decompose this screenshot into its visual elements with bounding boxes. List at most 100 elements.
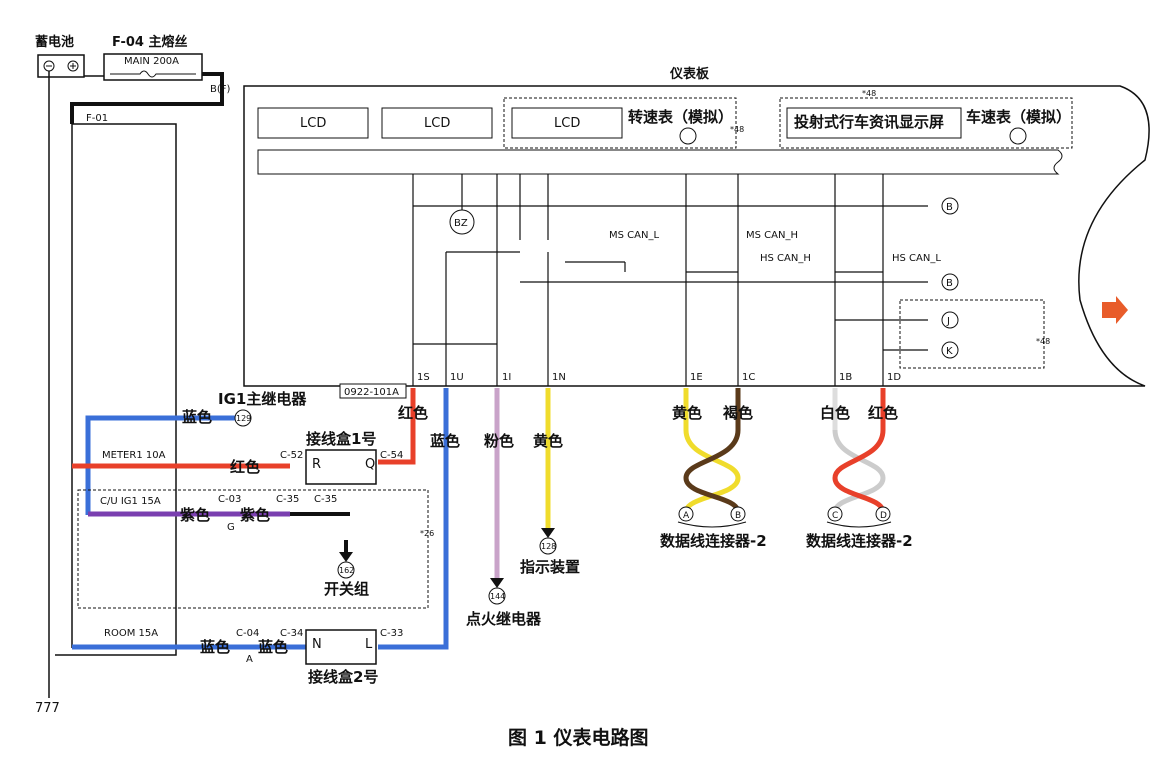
- wire-label-pink: 粉色: [484, 432, 514, 450]
- main-fuse: F-04 主熔丝 MAIN 200A B(F) F-01: [70, 34, 231, 124]
- ignition-relay-label: 点火继电器: [466, 610, 542, 628]
- svg-text:1S: 1S: [417, 372, 430, 383]
- meter-wire-label: 红色: [230, 458, 260, 476]
- c33-label: C-33: [380, 628, 403, 639]
- svg-text:K: K: [946, 346, 953, 357]
- indicator-ref: 128: [541, 542, 556, 551]
- battery: 蓄电池: [35, 34, 85, 78]
- dlc-label-1: 数据线连接器-2: [660, 532, 767, 550]
- svg-text:1C: 1C: [742, 372, 755, 383]
- room-blue-2: 蓝色: [258, 638, 288, 656]
- main-fuse-label: F-04 主熔丝: [112, 34, 188, 50]
- pin-labels: 1S 1U 1I 1N 1E 1C 1B 1D: [417, 372, 901, 383]
- meter-fuse-label: METER1 10A: [102, 450, 166, 461]
- connector-code-box: [339, 383, 407, 399]
- hs-can-l: HS CAN_L: [892, 253, 941, 264]
- panel-title: 仪表板: [669, 66, 710, 82]
- buzzer: BZ: [454, 218, 468, 229]
- svg-text:1U: 1U: [450, 372, 464, 383]
- c04-label: C-04: [236, 628, 259, 639]
- ignition-ref: 144: [490, 592, 505, 601]
- a-terminal: A: [246, 654, 253, 665]
- svg-text:1E: 1E: [690, 372, 703, 383]
- c52-label: C-52: [280, 450, 303, 461]
- wire-label-red-2: 红色: [868, 404, 898, 422]
- purple-label-1: 紫色: [180, 506, 210, 524]
- ig1-ref-circle: [234, 409, 252, 427]
- ground-symbol: 777: [35, 701, 60, 716]
- note-48-a: *48: [730, 125, 744, 134]
- jb2-n: N: [312, 637, 322, 652]
- tachometer-label: 转速表（模拟）: [628, 108, 733, 126]
- cu-fuse-label: C/U IG1 15A: [100, 496, 161, 507]
- c03-label: C-03: [218, 494, 241, 505]
- c34-label: C-34: [280, 628, 303, 639]
- wire-red-1s: [378, 388, 416, 465]
- g-terminal: G: [227, 522, 235, 533]
- svg-text:B: B: [946, 278, 953, 289]
- c35-label-a: C-35: [276, 494, 299, 505]
- figure-caption: 图 1 仪表电路图: [508, 726, 648, 749]
- note-26: *26: [420, 529, 434, 538]
- dlc-c-circle: [827, 506, 843, 522]
- room-fuse-label: ROOM 15A: [104, 628, 158, 639]
- dlc-a-circle: [678, 506, 694, 522]
- lcd-2: LCD: [424, 116, 450, 131]
- ignition-ref-circle: [488, 587, 506, 605]
- connector-code: 0922-101A: [344, 387, 399, 398]
- svg-text:B: B: [946, 202, 953, 213]
- ig1-wire-label: 蓝色: [182, 408, 212, 426]
- note-48-b: *48: [862, 89, 876, 98]
- purple-label-2: 紫色: [240, 506, 270, 524]
- svg-text:1N: 1N: [552, 372, 566, 383]
- wire-label-yellow-2: 黄色: [672, 404, 702, 422]
- main-fuse-value: MAIN 200A: [124, 56, 179, 67]
- wire-label-white: 白色: [820, 404, 850, 422]
- speedometer-label: 车速表（模拟）: [966, 108, 1071, 126]
- dlc-label-2: 数据线连接器-2: [806, 532, 913, 550]
- switch-ref: 162: [339, 566, 354, 575]
- indicator-ref-circle: [539, 537, 557, 555]
- switch-ref-circle: [337, 561, 355, 579]
- dlc-d: D: [880, 511, 887, 521]
- ig1-ref: 129: [236, 414, 251, 423]
- dlc-a: A: [683, 511, 690, 521]
- room-blue-1: 蓝色: [200, 638, 230, 656]
- dlc-b: B: [735, 511, 741, 521]
- switch-group-label: 开关组: [324, 580, 369, 598]
- junction-box-2: [305, 629, 377, 665]
- svg-text:1I: 1I: [502, 372, 511, 383]
- terminal-k: K: [941, 341, 959, 359]
- wire-label-brown: 褐色: [722, 404, 753, 422]
- hud-label: 投射式行车资讯显示屏: [794, 113, 944, 131]
- wire-ig1-blue: [85, 415, 236, 515]
- ig1-relay-label: IG1主继电器: [218, 390, 307, 408]
- junction-box-1: [305, 449, 377, 485]
- terminal-b-mid: B: [941, 273, 959, 291]
- junction-box-1-label: 接线盒1号: [306, 430, 376, 448]
- wire-label-blue: 蓝色: [430, 432, 460, 450]
- lcd-3: LCD: [554, 116, 580, 131]
- terminal-j: J: [941, 311, 959, 329]
- instrument-panel: 仪表板 LCD LCD LCD 转速表（模拟） *48 *48 投射式行车资讯显…: [243, 66, 1150, 387]
- hs-can-h: HS CAN_H: [760, 253, 811, 264]
- main-fuse-terminal: B(F): [210, 84, 231, 95]
- twisted-pair-2: [832, 388, 886, 513]
- jb1-q: Q: [365, 457, 375, 472]
- dlc-b-circle: [730, 506, 746, 522]
- svg-text:1D: 1D: [887, 372, 901, 383]
- note-48-c: *48: [1036, 337, 1050, 346]
- down-arrow-icon: [339, 552, 353, 562]
- svg-text:J: J: [946, 316, 950, 327]
- dlc-c: C: [832, 511, 838, 521]
- twisted-pair-1: [683, 388, 741, 513]
- continue-arrow-icon: [1102, 296, 1128, 324]
- indicator-label: 指示装置: [520, 558, 580, 576]
- wire-label-red: 红色: [398, 404, 428, 422]
- wire-blue-1u: [378, 388, 449, 650]
- c35-label-b: C-35: [314, 494, 337, 505]
- dlc-d-circle: [875, 506, 891, 522]
- terminal-b-top: B: [941, 197, 959, 215]
- lcd-1: LCD: [300, 116, 326, 131]
